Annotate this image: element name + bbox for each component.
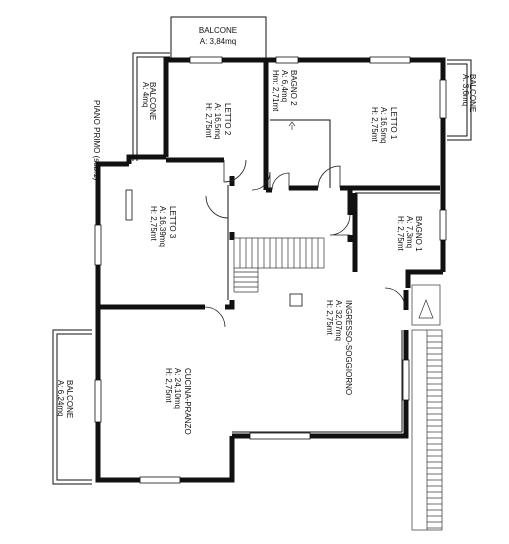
room-name: BAGNO 1	[414, 216, 423, 252]
label-bagno1: BAGNO 1 A: 7,3mq H: 2,75mt	[396, 216, 423, 252]
room-height: H: 2,75mt	[396, 216, 405, 251]
balcone-left	[132, 52, 170, 161]
room-height: H: 2,75mt	[204, 103, 213, 138]
inner-walls	[98, 60, 440, 433]
room-name: LETTO 3	[168, 206, 177, 239]
room-area: A: 16,5mq	[213, 103, 222, 139]
room-name: BALCONE	[199, 26, 237, 35]
plan-title: PIANO PRIMO (sub.1)	[92, 100, 101, 181]
label-letto3: LETTO 3 A: 16,39mq H: 2,75mt	[149, 206, 177, 247]
room-area: A: 32,07mq	[334, 300, 343, 341]
label-bagno2: BAGNO 2 A: 6,4mq Hm: 2,71mt	[271, 70, 298, 112]
room-height: H: 2,75mt	[164, 368, 173, 403]
room-name: BALCONE	[148, 82, 157, 120]
windows	[94, 56, 447, 484]
room-height: Hm: 2,71mt	[271, 70, 280, 112]
room-area: A: 4mq	[141, 82, 150, 107]
room-area: A: 16,5mq	[379, 107, 388, 143]
room-height: H: 2,75mt	[149, 206, 158, 241]
room-name: LETTO 2	[223, 103, 232, 136]
room-name: LETTO 1	[389, 107, 398, 140]
room-area: A: 7,3mq	[405, 216, 414, 248]
balcone-right	[447, 59, 472, 141]
balcone-bottom	[52, 329, 92, 485]
room-name: BALCONE	[468, 74, 477, 112]
room-name: CUCINA-PRANZO	[183, 368, 192, 435]
room-name: BALCONE	[65, 380, 74, 418]
room-name: BAGNO 2	[289, 70, 298, 106]
label-balcone-bottom: BALCONE A: 6,24mq	[56, 380, 74, 418]
room-area: A: 6,24mq	[56, 380, 65, 416]
label-letto1: LETTO 1 A: 16,5mq H: 2,75mt	[370, 107, 398, 143]
label-plan-title: PIANO PRIMO (sub.1)	[92, 100, 101, 181]
label-ingresso: INGRESSO-SOGGIORNO A: 32,07mq H: 2,75mt	[325, 300, 353, 395]
room-height: H: 2,75mt	[325, 300, 334, 335]
label-cucina: CUCINA-PRANZO A: 24,10mq H: 2,75mt	[164, 368, 192, 435]
label-balcone-left: BALCONE A: 4mq	[141, 82, 157, 120]
label-letto2: LETTO 2 A: 16,5mq H: 2,75mt	[204, 103, 232, 139]
room-name: INGRESSO-SOGGIORNO	[344, 300, 353, 395]
label-balcone-right: BALCONE A: 3,6mq	[461, 74, 477, 112]
room-height: H: 2,75mt	[370, 107, 379, 142]
internal-stair	[233, 237, 325, 293]
room-area: A: 3,6mq	[461, 74, 470, 106]
room-area: A: 3,84mq	[200, 37, 236, 46]
room-area: A: 6,4mq	[280, 70, 289, 102]
label-balcone-top: BALCONE A: 3,84mq	[199, 26, 237, 46]
column	[289, 293, 303, 307]
arrow-icon	[288, 121, 296, 130]
doors	[204, 159, 406, 328]
balcone-top	[170, 16, 267, 58]
room-area: A: 24,10mq	[173, 368, 182, 409]
room-area: A: 16,39mq	[158, 206, 167, 247]
outside-stair	[411, 284, 443, 531]
